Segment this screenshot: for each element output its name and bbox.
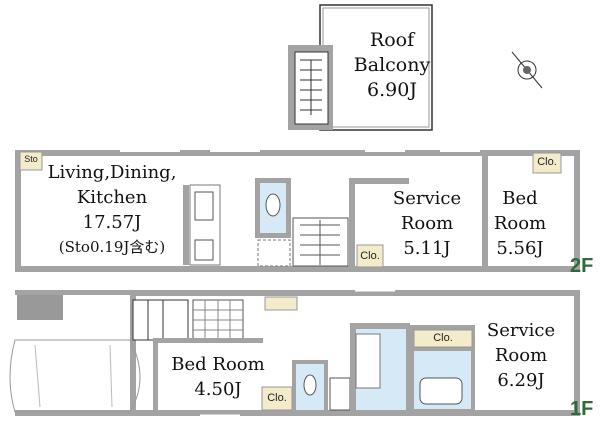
bed-room-2f-closet: Clo.: [537, 156, 557, 168]
sto-label: Sto: [24, 154, 38, 164]
floor-1-label: 1F: [570, 398, 594, 420]
floor-1-walls: [15, 288, 580, 418]
bed-room-1f-closet: Clo.: [267, 392, 287, 404]
compass-icon: [511, 51, 543, 89]
service-room-1f-closet: Clo.: [433, 332, 453, 344]
floor-2-walls: [15, 148, 580, 272]
floor-2-label: 2F: [570, 255, 594, 277]
roof-stair: [288, 45, 333, 130]
service-room-2f-closet: Clo.: [360, 250, 380, 262]
car-icon: [9, 339, 141, 413]
